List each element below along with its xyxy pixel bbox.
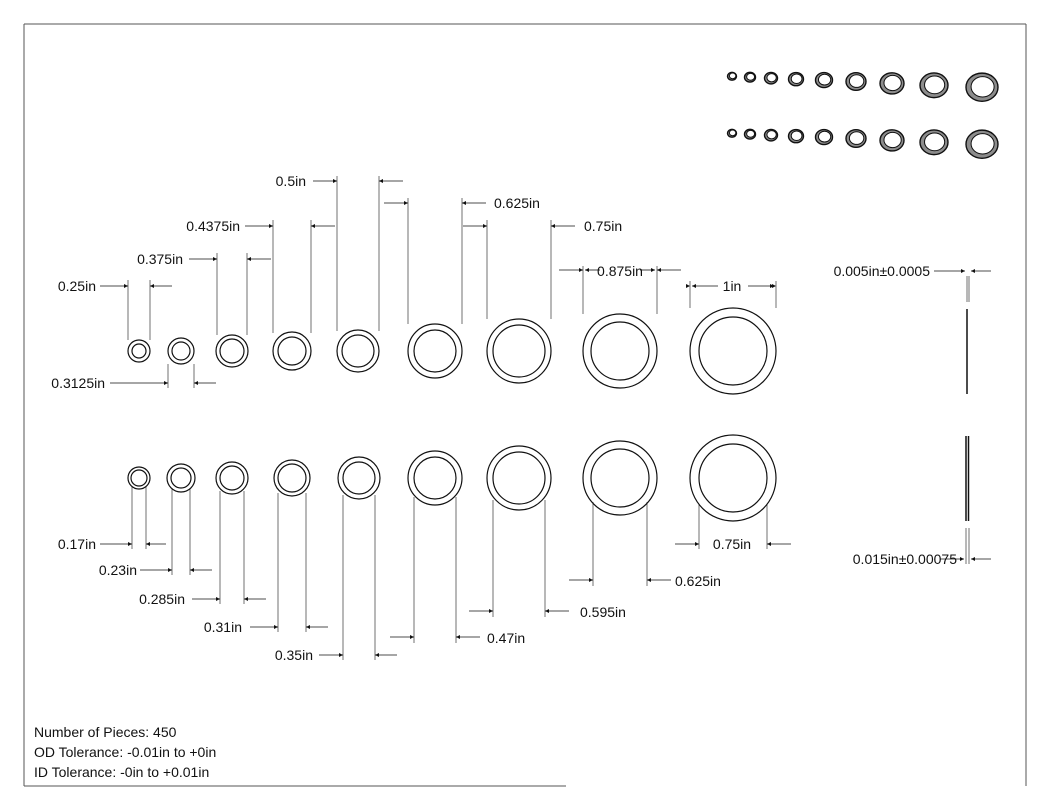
ring-inner-bottom-5 — [413, 456, 457, 500]
iso-ring-hole-row0-4 — [817, 73, 832, 86]
od-tolerance-note: OD Tolerance: -0.01in to +0in — [34, 744, 217, 760]
ring-outer-bottom-0 — [127, 466, 151, 490]
top-row-dimensions — [100, 176, 777, 388]
ring-outer-bottom-4 — [337, 456, 381, 500]
ring-outer-bottom-8 — [689, 434, 777, 522]
ring-outer-top-2 — [215, 334, 249, 368]
specification-notes: Number of Pieces: 450 OD Tolerance: -0.0… — [34, 722, 216, 782]
pieces-note: Number of Pieces: 450 — [34, 724, 177, 740]
iso-ring-hole-row1-5 — [848, 131, 865, 145]
dim-label-0.35in: 0.35in — [275, 647, 313, 663]
dim-label-0.17in: 0.17in — [58, 536, 96, 552]
dim-label-0.23in: 0.23in — [99, 562, 137, 578]
iso-ring-hole-row0-0 — [728, 72, 737, 80]
ring-inner-top-4 — [341, 334, 375, 368]
ring-inner-top-7 — [590, 321, 650, 381]
dim-label-0.47in: 0.47in — [487, 630, 525, 646]
ring-inner-bottom-3 — [277, 463, 307, 493]
iso-ring-hole-row0-2 — [766, 73, 777, 83]
ring-inner-top-6 — [492, 324, 546, 378]
ring-outer-top-7 — [582, 313, 658, 389]
ring-inner-top-0 — [131, 343, 147, 359]
dim-label-0.3125in: 0.3125in — [51, 375, 105, 391]
bottom-ring-row — [127, 434, 777, 522]
ring-outer-top-3 — [272, 331, 312, 371]
iso-ring-hole-row1-7 — [924, 132, 946, 152]
ring-inner-top-8 — [698, 316, 768, 386]
iso-ring-hole-row0-3 — [790, 73, 803, 84]
iso-ring-hole-row0-6 — [883, 74, 902, 92]
iso-ring-hole-row1-4 — [817, 130, 832, 143]
ring-inner-bottom-6 — [492, 451, 546, 505]
iso-ring-hole-row0-8 — [970, 76, 995, 98]
ring-outer-top-4 — [336, 329, 380, 373]
ring-inner-bottom-1 — [170, 467, 192, 489]
dim-label-0.25in: 0.25in — [58, 278, 96, 294]
iso-ring-hole-row0-7 — [924, 75, 946, 95]
ring-inner-bottom-0 — [130, 469, 148, 487]
dim-label-0.595in: 0.595in — [580, 604, 626, 620]
dim-label-0.5in: 0.5in — [276, 173, 306, 189]
ring-outer-bottom-6 — [486, 445, 552, 511]
isometric-ring-preview — [726, 71, 999, 159]
ring-outer-bottom-2 — [215, 461, 249, 495]
ring-inner-top-3 — [277, 336, 307, 366]
dim-label-0.285in: 0.285in — [139, 591, 185, 607]
ring-outer-top-1 — [167, 337, 195, 365]
bottom-row-dimensions — [100, 486, 791, 660]
id-tolerance-note: ID Tolerance: -0in to +0.01in — [34, 764, 210, 780]
ring-outer-bottom-3 — [273, 459, 311, 497]
iso-ring-hole-row1-1 — [746, 129, 756, 138]
ring-outer-bottom-1 — [166, 463, 196, 493]
ring-inner-bottom-8 — [698, 443, 768, 513]
ring-inner-bottom-2 — [219, 465, 245, 491]
top-ring-row — [127, 307, 777, 395]
ring-outer-top-8 — [689, 307, 777, 395]
dim-label-0.625in: 0.625in — [494, 195, 540, 211]
iso-ring-hole-row1-8 — [970, 133, 995, 155]
iso-ring-hole-row0-1 — [746, 72, 756, 81]
dim-label-0.4375in: 0.4375in — [186, 218, 240, 234]
ring-inner-bottom-4 — [342, 461, 376, 495]
dim-label-0.375in: 0.375in — [137, 251, 183, 267]
ring-inner-bottom-7 — [590, 448, 650, 508]
dim-label-0.625in-id: 0.625in — [675, 573, 721, 589]
dim-label-0.75in: 0.75in — [584, 218, 622, 234]
thickness-label-thick: 0.015in±0.00075 — [853, 551, 957, 567]
dim-label-0.31in: 0.31in — [204, 619, 242, 635]
iso-ring-hole-row0-5 — [848, 74, 865, 88]
dim-label-1in: 1in — [723, 278, 742, 294]
ring-inner-top-5 — [413, 329, 457, 373]
iso-ring-hole-row1-3 — [790, 130, 803, 141]
dim-label-0.875in: 0.875in — [597, 263, 643, 279]
iso-ring-hole-row1-6 — [883, 131, 902, 149]
ring-outer-top-6 — [486, 318, 552, 384]
ring-inner-top-2 — [219, 338, 245, 364]
ring-outer-bottom-7 — [582, 440, 658, 516]
iso-ring-hole-row1-0 — [728, 129, 737, 137]
ring-outer-top-5 — [407, 323, 463, 379]
thickness-label-thin: 0.005in±0.0005 — [834, 263, 931, 279]
ring-inner-top-1 — [171, 341, 191, 361]
dim-label-0.75in-id: 0.75in — [713, 536, 751, 552]
ring-outer-bottom-5 — [407, 450, 463, 506]
sheet-border — [23, 23, 1027, 787]
thickness-side-view — [934, 269, 991, 564]
iso-ring-hole-row1-2 — [766, 130, 777, 140]
ring-outer-top-0 — [127, 339, 151, 363]
